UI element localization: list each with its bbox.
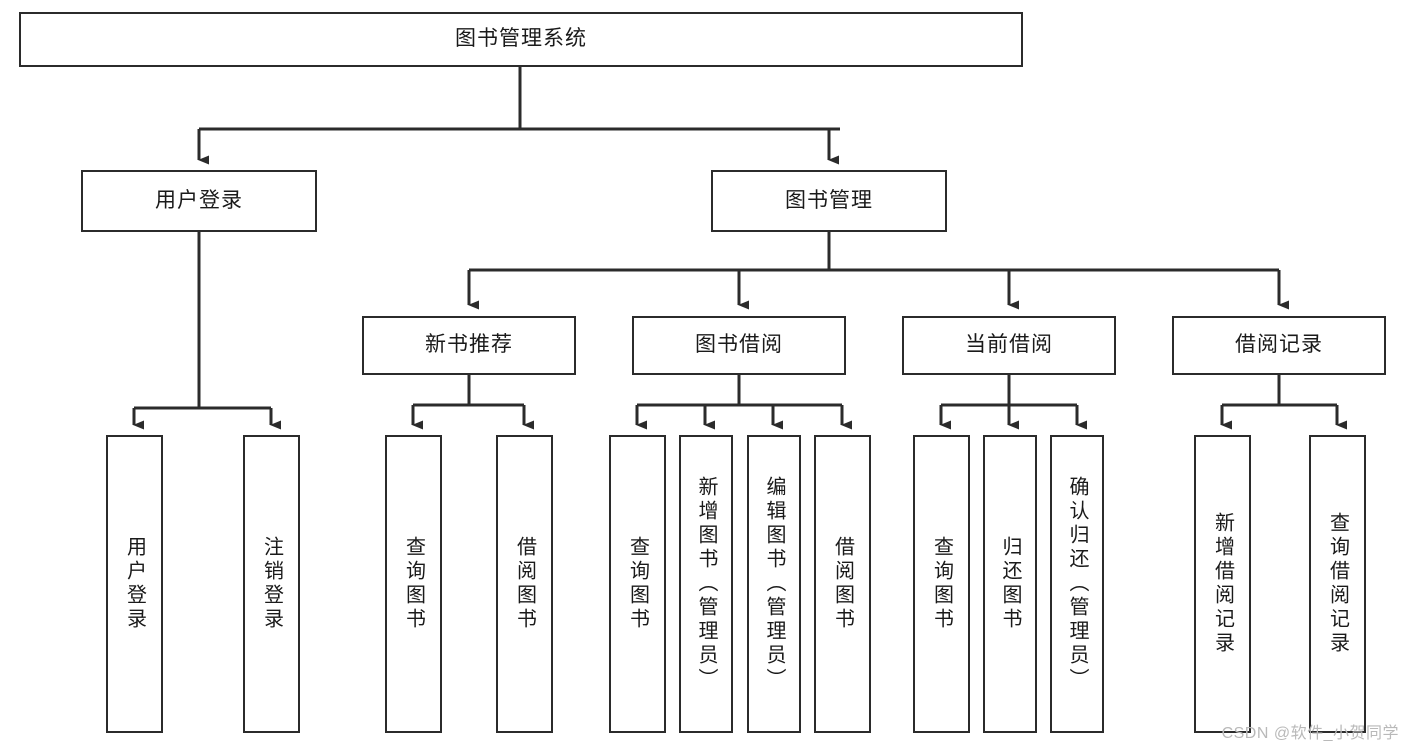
- node-root-book-management-system[interactable]: 图书管理系统: [19, 12, 1023, 67]
- leaf-book-borrow-borrow-book[interactable]: 借阅图书: [814, 435, 871, 733]
- node-book-management[interactable]: 图书管理: [711, 170, 947, 232]
- leaf-current-borrow-return-book[interactable]: 归还图书: [983, 435, 1037, 733]
- node-label: 借阅记录: [1235, 333, 1323, 357]
- node-borrow-record[interactable]: 借阅记录: [1172, 316, 1386, 375]
- leaf-borrow-record-add-record[interactable]: 新增借阅记录: [1194, 435, 1251, 733]
- node-user-login[interactable]: 用户登录: [81, 170, 317, 232]
- node-book-borrow[interactable]: 图书借阅: [632, 316, 846, 375]
- node-label: 查询图书: [626, 536, 649, 632]
- leaf-user-login-logout[interactable]: 注销登录: [243, 435, 300, 733]
- watermark-text: CSDN @软件_小贺同学: [1221, 725, 1399, 742]
- node-label: 新书推荐: [425, 333, 513, 357]
- node-current-borrow[interactable]: 当前借阅: [902, 316, 1116, 375]
- leaf-book-borrow-add-book-admin[interactable]: 新增图书（管理员）: [679, 435, 733, 733]
- node-label: 图书管理系统: [455, 27, 587, 51]
- node-new-book-recommend[interactable]: 新书推荐: [362, 316, 576, 375]
- node-label: 查询图书: [402, 536, 425, 632]
- node-label: 当前借阅: [965, 333, 1053, 357]
- leaf-book-borrow-query-book[interactable]: 查询图书: [609, 435, 666, 733]
- node-label: 图书借阅: [695, 333, 783, 357]
- node-label: 用户登录: [155, 188, 243, 212]
- leaf-book-borrow-edit-book-admin[interactable]: 编辑图书（管理员）: [747, 435, 801, 733]
- node-label: 借阅图书: [513, 536, 536, 632]
- node-label: 查询图书: [930, 536, 953, 632]
- node-label: 归还图书: [999, 536, 1021, 632]
- node-label: 查询借阅记录: [1326, 512, 1349, 656]
- node-label: 借阅图书: [831, 536, 854, 632]
- node-label: 注销登录: [260, 536, 283, 632]
- leaf-current-borrow-query-book[interactable]: 查询图书: [913, 435, 970, 733]
- node-label: 新增借阅记录: [1211, 512, 1234, 656]
- node-label: 新增图书（管理员）: [695, 476, 717, 692]
- node-label: 编辑图书（管理员）: [763, 476, 785, 692]
- node-label: 用户登录: [123, 536, 146, 632]
- leaf-new-book-query-book[interactable]: 查询图书: [385, 435, 442, 733]
- node-label: 图书管理: [785, 188, 873, 212]
- node-label: 确认归还（管理员）: [1066, 476, 1088, 692]
- leaf-current-borrow-confirm-return-admin[interactable]: 确认归还（管理员）: [1050, 435, 1104, 733]
- leaf-borrow-record-query-record[interactable]: 查询借阅记录: [1309, 435, 1366, 733]
- leaf-user-login-signin[interactable]: 用户登录: [106, 435, 163, 733]
- leaf-new-book-borrow-book[interactable]: 借阅图书: [496, 435, 553, 733]
